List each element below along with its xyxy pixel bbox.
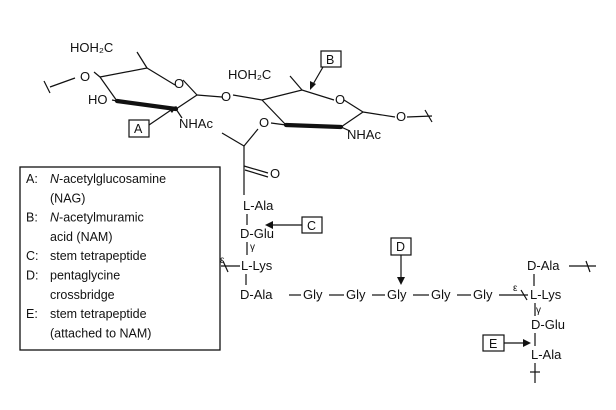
left-stem-l-lys: L-Lys	[241, 258, 273, 273]
bridge-gly-1: Gly	[303, 287, 323, 302]
nag-hoh2c-label: HOH₂C	[70, 40, 113, 55]
tag-b-label: B	[326, 53, 334, 67]
nag-ring-o-label: O	[174, 76, 184, 91]
nam-o3-label: O	[259, 115, 269, 130]
nam-ring-o-label: O	[335, 92, 345, 107]
left-epsilon-cut	[222, 260, 229, 273]
legend-line: (NAG)	[50, 191, 85, 205]
nam-ring	[232, 75, 433, 132]
left-epsilon-label: ε	[220, 255, 225, 266]
legend-line: pentaglycine	[50, 269, 120, 283]
nam-o1-label: O	[396, 109, 406, 124]
tag-e-arrowhead	[523, 339, 531, 347]
legend-box	[19, 166, 221, 351]
tag-b-arrow	[311, 66, 324, 87]
legend: A: N-acetylglucosamine (NAG) B: N-acetylmura…	[26, 172, 166, 340]
glycosidic-o-label: O	[221, 89, 231, 104]
legend-key: D:	[26, 269, 39, 283]
right-epsilon-label: ε	[513, 283, 518, 294]
legend-line: (attached to NAM)	[50, 326, 151, 340]
tag-e-label: E	[489, 337, 497, 351]
lactyl-group	[221, 128, 269, 195]
legend-line: N-acetylglucosamine	[50, 172, 166, 186]
legend-key: C:	[26, 249, 39, 263]
left-gamma-label: γ	[250, 242, 255, 253]
left-stem-d-ala: D-Ala	[240, 287, 273, 302]
tag-b-box	[320, 50, 342, 68]
legend-line: acid (NAM)	[50, 230, 113, 244]
right-stem-d-ala: D-Ala	[527, 258, 560, 273]
tag-d-arrowhead	[397, 277, 405, 285]
tag-a-arrowhead	[168, 106, 177, 113]
bridge-gly-2: Gly	[346, 287, 366, 302]
nag-o4-label: O	[80, 69, 90, 84]
legend-key: A:	[26, 172, 38, 186]
legend-line: crossbridge	[50, 288, 115, 302]
tag-a-box	[128, 119, 150, 138]
legend-line: stem tetrapeptide	[50, 307, 147, 321]
legend-key: B:	[26, 211, 38, 225]
carbonyl-o-label: O	[270, 166, 280, 181]
right-stem-d-glu: D-Glu	[531, 317, 565, 332]
bridge-gly-5: Gly	[473, 287, 493, 302]
nag-ho3-label: HO	[88, 92, 108, 107]
nam-hoh2c-label: HOH₂C	[228, 67, 271, 82]
nag-nhac-label: NHAc	[179, 116, 213, 131]
right-gamma-label: γ	[536, 305, 541, 316]
bridge-gly-3: Gly	[387, 287, 407, 302]
nam-nhac-label: NHAc	[347, 127, 381, 142]
bridge-gly-4: Gly	[431, 287, 451, 302]
tag-a-arrow	[148, 107, 175, 126]
legend-line: N-acetylmuramic	[50, 211, 144, 225]
right-stem-l-ala: L-Ala	[531, 347, 562, 362]
tag-d-label: D	[396, 240, 405, 254]
legend-key: E:	[26, 307, 38, 321]
right-d-ala-cut	[585, 260, 591, 273]
tag-c-arrowhead	[265, 221, 273, 229]
tag-b-arrowhead	[310, 81, 316, 90]
nag-ring	[43, 51, 223, 119]
left-stem-l-ala: L-Ala	[243, 198, 274, 213]
legend-line: stem tetrapeptide	[50, 249, 147, 263]
tag-a-label: A	[134, 122, 143, 136]
right-stem-l-lys: L-Lys	[530, 287, 562, 302]
right-epsilon-cut	[520, 289, 528, 301]
tag-c-label: C	[307, 219, 316, 233]
left-stem-d-glu: D-Glu	[240, 226, 274, 241]
